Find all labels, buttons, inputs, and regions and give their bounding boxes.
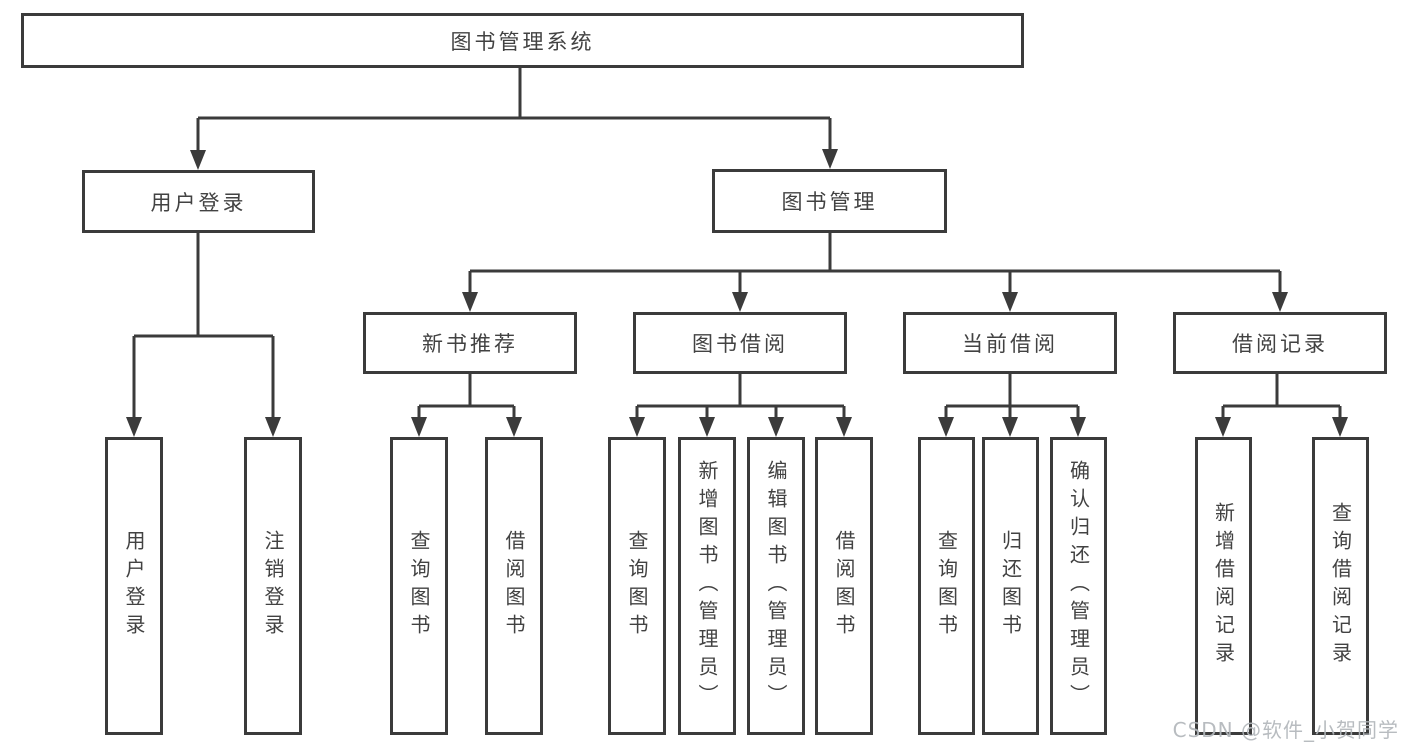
leaf-return-book: 归还图书 [982, 437, 1039, 735]
node-user-login: 用户登录 [82, 170, 315, 233]
leaf-label: 编辑图书（管理员） [764, 460, 788, 712]
leaf-label: 注销登录 [261, 530, 285, 642]
leaf-add-book-admin: 新增图书（管理员） [678, 437, 736, 735]
leaf-user-login: 用户登录 [105, 437, 163, 735]
node-borrow-record: 借阅记录 [1173, 312, 1387, 374]
leaf-query-book-3: 查询图书 [918, 437, 975, 735]
node-new-book-recommend: 新书推荐 [363, 312, 577, 374]
leaf-label: 查询图书 [407, 530, 431, 642]
leaf-label: 查询借阅记录 [1328, 502, 1353, 670]
leaf-query-borrow-record: 查询借阅记录 [1312, 437, 1369, 735]
node-current-borrow: 当前借阅 [903, 312, 1117, 374]
leaf-label: 新增图书（管理员） [695, 460, 719, 712]
leaf-add-borrow-record: 新增借阅记录 [1195, 437, 1252, 735]
leaf-label: 查询图书 [625, 530, 649, 642]
leaf-label: 借阅图书 [502, 530, 526, 642]
leaf-label: 借阅图书 [832, 530, 856, 642]
leaf-label: 确认归还（管理员） [1066, 460, 1091, 712]
leaf-label: 查询图书 [934, 530, 959, 642]
leaf-label: 用户登录 [122, 530, 146, 642]
leaf-query-book-2: 查询图书 [608, 437, 666, 735]
leaf-label: 归还图书 [998, 530, 1023, 642]
csdn-watermark: CSDN @软件_小贺同学 [1172, 718, 1399, 742]
leaf-borrow-book-2: 借阅图书 [815, 437, 873, 735]
leaf-borrow-book-1: 借阅图书 [485, 437, 543, 735]
leaf-logout: 注销登录 [244, 437, 302, 735]
leaf-label: 新增借阅记录 [1211, 502, 1236, 670]
leaf-edit-book-admin: 编辑图书（管理员） [747, 437, 805, 735]
leaf-confirm-return-admin: 确认归还（管理员） [1050, 437, 1107, 735]
node-book-borrow: 图书借阅 [633, 312, 847, 374]
node-root: 图书管理系统 [21, 13, 1024, 68]
node-book-management: 图书管理 [712, 169, 947, 233]
leaf-query-book-1: 查询图书 [390, 437, 448, 735]
